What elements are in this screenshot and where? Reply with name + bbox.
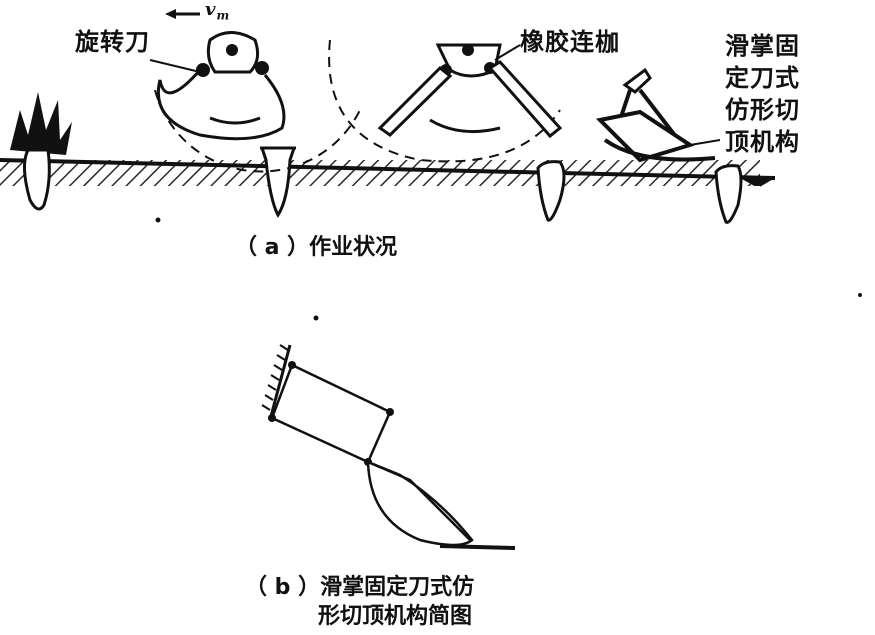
- velocity-subscript: m: [216, 8, 231, 23]
- label-rubber-coupling: 橡胶连枷: [520, 28, 620, 56]
- soil-hatching: [0, 160, 760, 196]
- beet-root-2: [536, 160, 566, 222]
- caption-b-text-line1: 滑掌固定刀式仿: [320, 575, 475, 600]
- label-fixed-knife-line3: 仿形切: [725, 96, 800, 124]
- label-fixed-knife-line1: 滑掌固: [725, 32, 800, 60]
- rotary-knife-mechanism: [149, 9, 361, 173]
- beet-plant-left: [10, 92, 72, 211]
- caption-a-text: 作业状况: [309, 235, 398, 260]
- rubber-flail-mechanism: [328, 39, 563, 163]
- caption-b-marker: （ b ）: [245, 575, 321, 600]
- linkage-schematic: [261, 344, 516, 550]
- caption-a-marker: （ a ）: [235, 235, 310, 260]
- fixed-knife-mechanism: [595, 67, 721, 163]
- beet-root-3: [714, 164, 743, 224]
- caption-b-line1: （ b ）滑掌固定刀式仿: [245, 574, 474, 602]
- speck: [858, 293, 862, 297]
- label-fixed-knife-line4: 顶机构: [725, 128, 800, 156]
- caption-a: （ a ）作业状况: [235, 234, 397, 262]
- caption-b-text-line2: 形切顶机构简图: [318, 604, 473, 629]
- label-rotary-knife: 旋转刀: [75, 28, 150, 56]
- speck: [313, 315, 319, 321]
- speck: [155, 217, 161, 223]
- label-velocity: vm: [205, 0, 230, 30]
- label-fixed-knife-line2: 定刀式: [725, 64, 800, 92]
- velocity-symbol: v: [205, 0, 217, 20]
